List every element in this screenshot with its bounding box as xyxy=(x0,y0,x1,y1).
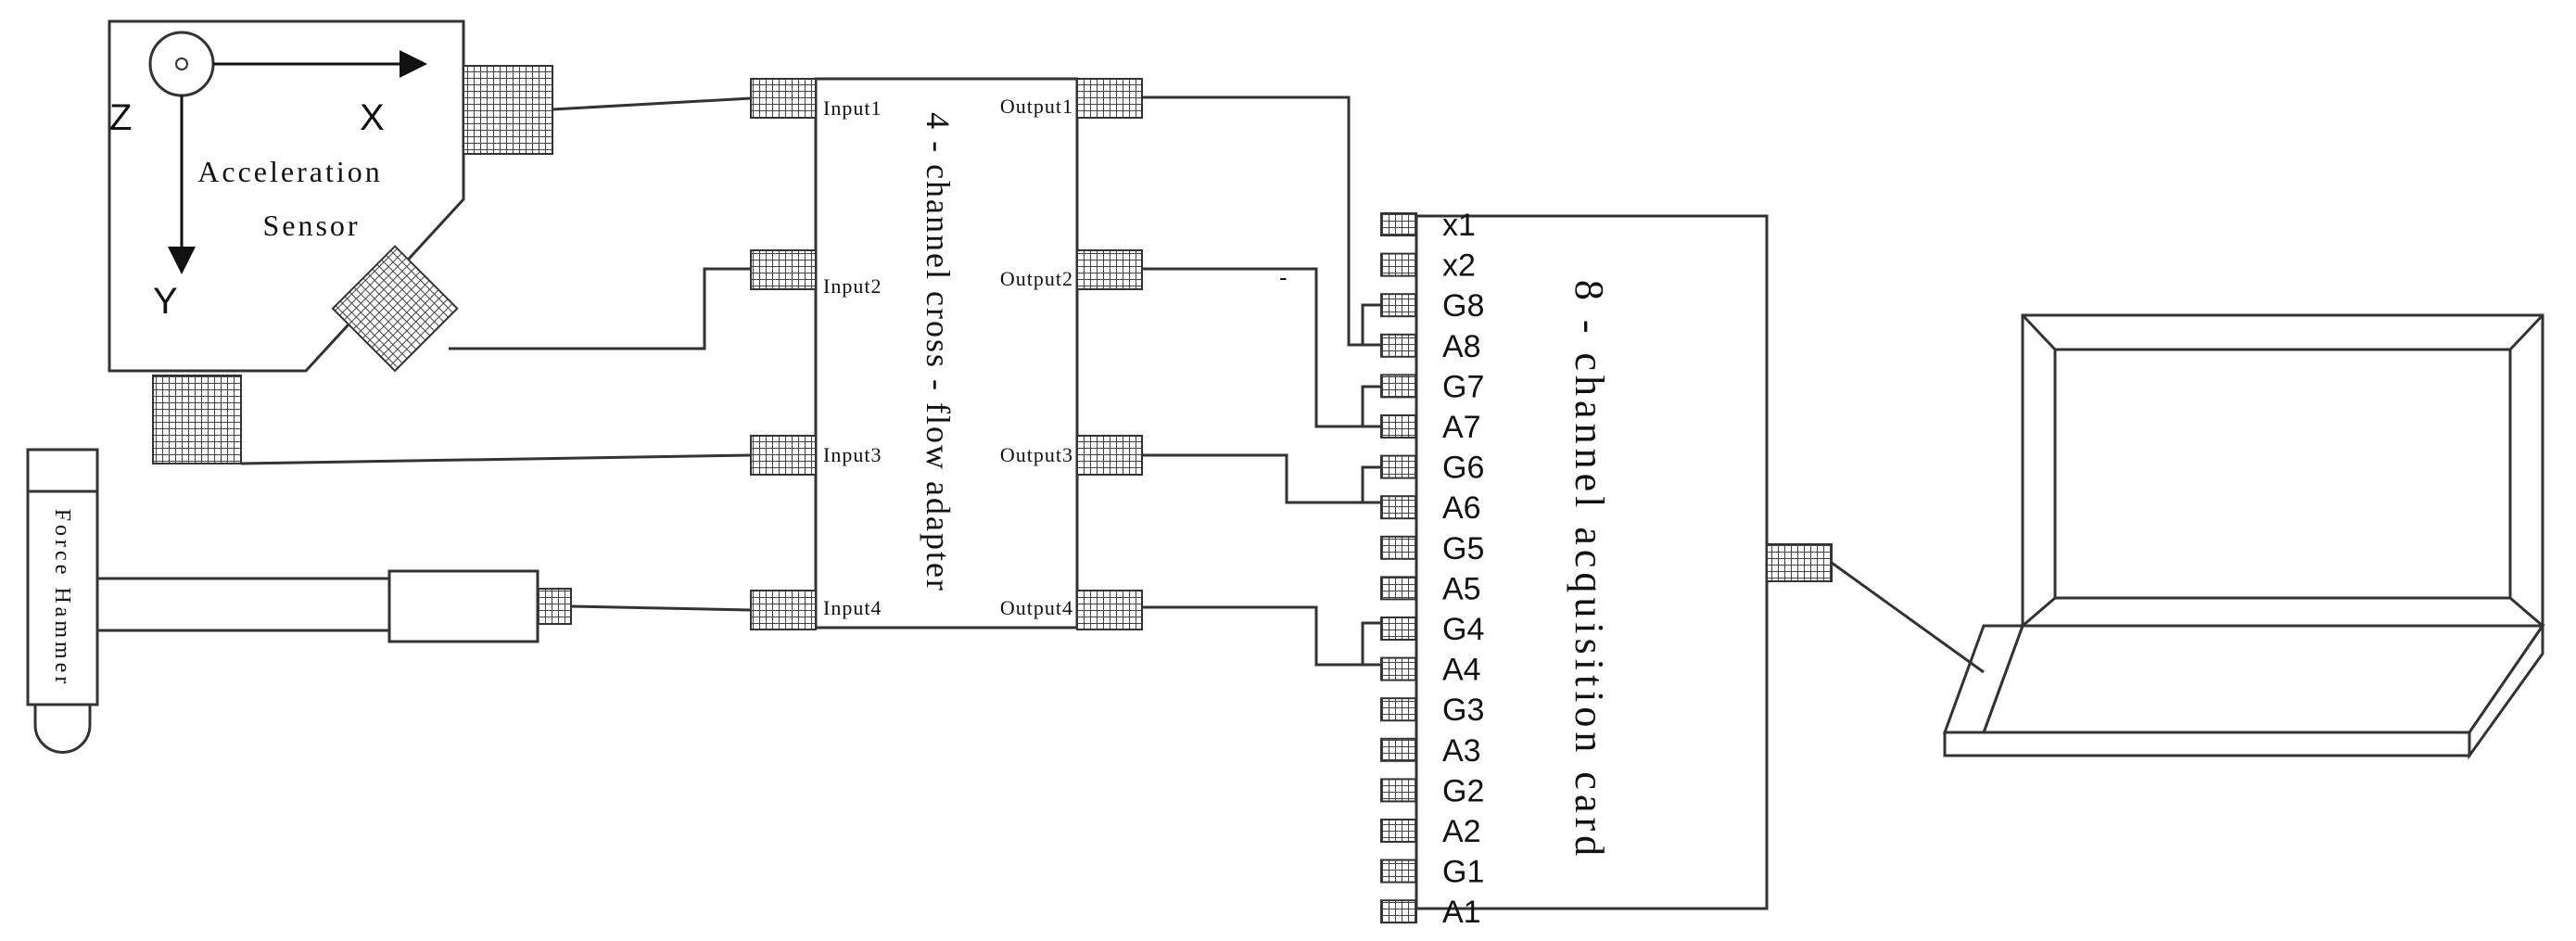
card-pin-label-g7: G7 xyxy=(1442,369,1484,404)
card-pin-connector-a4 xyxy=(1380,656,1417,681)
card-pin-label-a1: A1 xyxy=(1442,895,1481,930)
adapter-output2-label: Output2 xyxy=(1000,267,1073,290)
card-pin-connector-a3 xyxy=(1380,737,1417,762)
force-hammer: Force Hammer xyxy=(26,448,572,754)
laptop xyxy=(1942,313,2545,760)
adapter-output2-connector xyxy=(1076,249,1143,290)
card-pin-label-a7: A7 xyxy=(1442,410,1481,445)
adapter-output4-connector xyxy=(1076,590,1143,630)
card-pin-label-a2: A2 xyxy=(1442,814,1481,849)
card-pin-label-g4: G4 xyxy=(1442,612,1484,647)
adapter-output3-label: Output3 xyxy=(1000,443,1073,466)
card-pin-connector-x1 xyxy=(1380,212,1417,236)
card-pin-connector-a6 xyxy=(1380,495,1417,520)
adapter-input4-label: Input4 xyxy=(823,596,882,619)
hammer-connector xyxy=(537,588,572,625)
card-pin-connector-g4 xyxy=(1380,617,1417,641)
adapter-input1-connector xyxy=(750,78,817,119)
laptop-base-side xyxy=(1943,731,2471,757)
card-pin-connector-a8 xyxy=(1380,333,1417,358)
adapter-input2-label: Input2 xyxy=(823,274,882,298)
card-pin-connector-a7 xyxy=(1380,414,1417,439)
adapter-title: 4 - channel cross - flow adapter xyxy=(920,112,957,592)
card-pin-label-a6: A6 xyxy=(1442,490,1481,526)
adapter-output1-connector xyxy=(1076,78,1143,119)
card-pin-connector-a5 xyxy=(1380,576,1417,601)
axis-z-label: Z xyxy=(109,97,132,138)
card-pin-label-x1: x1 xyxy=(1442,208,1476,243)
card-pin-label-g2: G2 xyxy=(1442,773,1484,808)
card-pin-label-a5: A5 xyxy=(1442,571,1481,606)
card-pin-label-x2: x2 xyxy=(1442,248,1476,284)
hammer-grip xyxy=(387,569,539,643)
card-pin-label-g5: G5 xyxy=(1442,531,1484,566)
adapter-input4-connector xyxy=(750,590,817,630)
axis-x-label: X xyxy=(360,97,385,138)
card-pin-connector-a2 xyxy=(1380,819,1417,843)
sensor-connector-y xyxy=(331,245,459,373)
hammer-head xyxy=(26,490,99,706)
card-pin-connector-g6 xyxy=(1380,454,1417,479)
adapter-output3-connector xyxy=(1076,435,1143,476)
card-pin-label-a4: A4 xyxy=(1442,653,1481,688)
stray-mark: - xyxy=(1279,263,1288,291)
adapter-input2-connector xyxy=(750,249,817,290)
laptop-keyboard-deck xyxy=(1981,624,2545,734)
hammer-handle xyxy=(95,577,391,632)
card-pin-label-a3: A3 xyxy=(1442,733,1481,769)
card-pin-label-g8: G8 xyxy=(1442,288,1484,324)
sensor-connector-x xyxy=(463,65,553,155)
hammer-tip xyxy=(33,703,92,754)
sensor-title-line1: Acceleration xyxy=(197,155,382,188)
hammer-label: Force Hammer xyxy=(50,509,74,688)
card-pin-label-g1: G1 xyxy=(1442,855,1484,890)
adapter-input1-label: Input1 xyxy=(823,96,882,120)
card-pin-connector-g7 xyxy=(1380,374,1417,399)
card-title: 8 - channel acquisition card xyxy=(1567,280,1612,860)
axis-y-label: Y xyxy=(153,281,178,322)
cross-flow-adapter: 4 - channel cross - flow adapter Input1 … xyxy=(750,77,1143,630)
sensor-origin-icon xyxy=(148,31,215,97)
card-pin-connector-g1 xyxy=(1380,858,1417,884)
adapter-input3-label: Input3 xyxy=(823,443,882,466)
sensor-connector-z xyxy=(152,375,242,464)
card-pin-connector-x2 xyxy=(1380,252,1417,277)
card-pin-connector-a1 xyxy=(1380,899,1417,924)
acceleration-sensor: X Y Z Acceleration Sensor xyxy=(108,19,553,464)
card-pin-connector-g8 xyxy=(1380,293,1417,318)
card-body xyxy=(1415,214,1769,910)
acquisition-card: 8 - channel acquisition card x1 x2G8A8G7A… xyxy=(1380,208,1833,930)
hammer-cap xyxy=(26,448,99,493)
card-pin-label-g6: G6 xyxy=(1442,451,1484,486)
card-pin-label-a8: A8 xyxy=(1442,329,1481,364)
adapter-output4-label: Output4 xyxy=(1000,596,1073,619)
wiring xyxy=(240,95,1985,674)
card-pin-connector-g5 xyxy=(1380,535,1417,560)
card-pin-label-g3: G3 xyxy=(1442,693,1484,728)
adapter-output1-label: Output1 xyxy=(1000,95,1073,118)
adapter-input3-connector xyxy=(750,435,817,476)
laptop-screen-inner xyxy=(2053,348,2512,600)
card-output-connector xyxy=(1766,543,1833,582)
adapter-body xyxy=(814,77,1079,629)
card-pin-connector-g3 xyxy=(1380,697,1417,722)
sensor-title-line2: Sensor xyxy=(262,209,360,242)
card-pin-connector-g2 xyxy=(1380,778,1417,803)
